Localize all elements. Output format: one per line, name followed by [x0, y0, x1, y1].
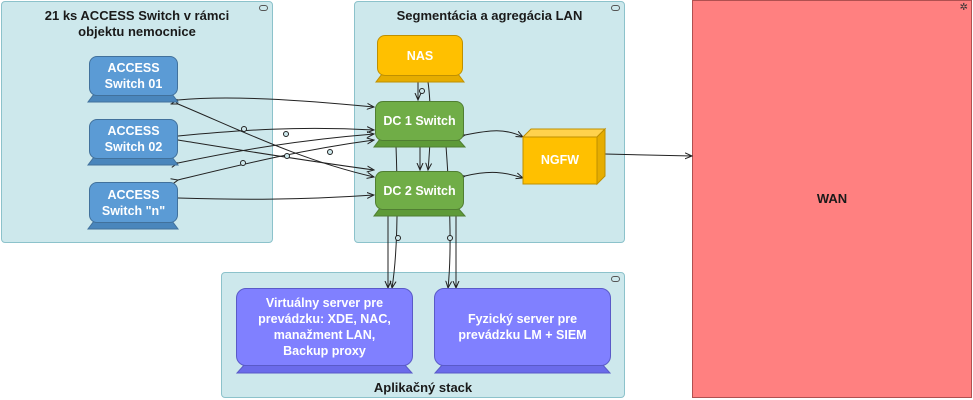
collapse-icon [611, 276, 620, 282]
link-accn-dc1 [178, 140, 374, 180]
group-lan-title: Segmentácia a agregácia LAN [396, 8, 583, 23]
link-acc01-dc1 [178, 98, 374, 107]
group-app-title: Aplikačný stack [373, 380, 473, 395]
wan-node[interactable]: ✲ WAN [692, 0, 972, 398]
virtual-server-node[interactable]: Virtuálny server pre prevádzku: XDE, NAC… [236, 288, 413, 366]
link-dc1-vserver [392, 146, 397, 288]
physical-server-node[interactable]: Fyzický server pre prevádzku LM + SIEM [434, 288, 611, 366]
access-switch-02[interactable]: ACCESS Switch 02 [89, 119, 178, 159]
link-accn-dc2 [178, 195, 374, 199]
dc1-switch[interactable]: DC 1 Switch [375, 101, 464, 141]
ngfw-box [521, 127, 607, 186]
collapse-icon [611, 5, 620, 11]
access-switch-01-label: ACCESS Switch 01 [104, 61, 163, 91]
dc2-label: DC 2 Switch [383, 183, 456, 198]
link-dc1-fserver [446, 146, 450, 288]
link-acc02-dc1b [178, 134, 374, 163]
access-switch-n-label: ACCESS Switch "n" [101, 187, 166, 218]
wan-label: WAN [816, 191, 848, 206]
collapse-icon [259, 5, 268, 11]
link-dc2-ngfw [465, 171, 523, 178]
ngfw-label[interactable]: NGFW [540, 153, 580, 167]
link-dc1-ngfw [465, 130, 523, 137]
access-switch-01[interactable]: ACCESS Switch 01 [89, 56, 178, 96]
link-ngfw-wan [605, 154, 692, 156]
network-icon: ✲ [959, 2, 968, 13]
virtual-server-label: Virtuálny server pre prevádzku: XDE, NAC… [258, 296, 391, 358]
link-acc02-dc1 [178, 128, 374, 136]
nas-node[interactable]: NAS [377, 35, 463, 76]
physical-server-label: Fyzický server pre prevádzku LM + SIEM [458, 312, 587, 342]
nas-label: NAS [406, 48, 434, 63]
access-switch-n[interactable]: ACCESS Switch "n" [89, 182, 178, 223]
dc2-switch[interactable]: DC 2 Switch [375, 171, 464, 210]
access-switch-02-label: ACCESS Switch 02 [104, 124, 163, 154]
group-access-title: 21 ks ACCESS Switch v rámci objektu nemo… [44, 8, 230, 39]
dc1-label: DC 1 Switch [383, 114, 456, 128]
